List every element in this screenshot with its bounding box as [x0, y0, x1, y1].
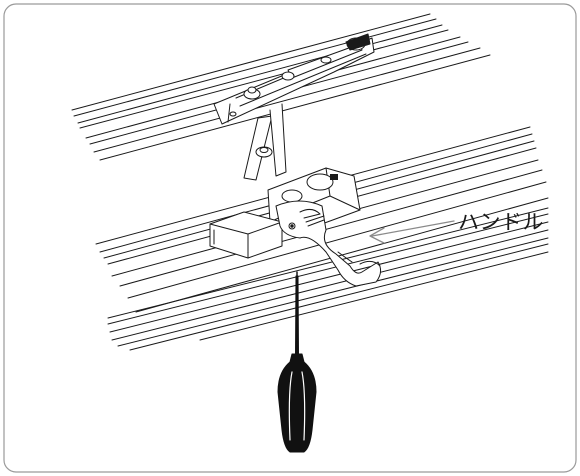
- latch-block: [209, 211, 283, 259]
- screwdriver-icon: [277, 271, 317, 453]
- callout-pointer: [369, 220, 455, 244]
- hinge-arm: [213, 33, 375, 181]
- illustration-border: [3, 3, 577, 473]
- crank-handle: [275, 200, 382, 287]
- handle-label: ハンドル: [458, 210, 544, 234]
